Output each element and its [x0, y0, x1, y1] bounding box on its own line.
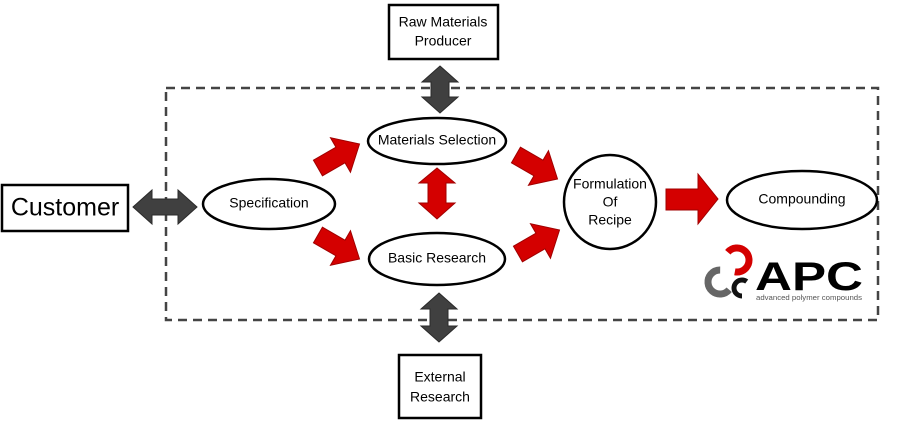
formulation-label-line1: Formulation [573, 176, 647, 192]
materials-selection-label: Materials Selection [378, 132, 496, 148]
materials-basic-research-double-arrow [417, 167, 457, 220]
logo-tagline: advanced polymer compounds [756, 293, 862, 302]
raw-materials-producer-box: Raw Materials Producer [387, 3, 500, 61]
specification-label: Specification [229, 195, 308, 211]
logo-grey-ring-icon [704, 266, 736, 298]
compounding-node: Compounding [725, 169, 879, 231]
specification-to-materials-arrow [312, 136, 361, 177]
specification-node: Specification [201, 177, 337, 231]
formulation-to-compounding-arrow [665, 172, 719, 226]
logo-wordmark: APC [755, 255, 863, 299]
logo-black-ring-icon [731, 277, 753, 299]
formulation-label-line3: Recipe [588, 212, 632, 228]
external-research-label-line1: External [414, 369, 465, 385]
raw-materials-label-line1: Raw Materials [399, 14, 488, 30]
raw-materials-materials-selection-double-arrow [420, 65, 460, 114]
customer-specification-double-arrow [132, 188, 198, 226]
compounding-label: Compounding [758, 191, 845, 207]
raw-materials-label-line2: Producer [415, 33, 472, 49]
customer-label: Customer [11, 194, 119, 222]
logo-red-ring-icon [721, 244, 753, 276]
formulation-label-line2: Of [603, 194, 618, 210]
formulation-node: Formulation Of Recipe [562, 153, 658, 251]
materials-selection-node: Materials Selection [366, 116, 508, 166]
basic-research-to-formulation-arrow [512, 222, 561, 263]
basic-research-node: Basic Research [367, 231, 507, 287]
customer-box: Customer [0, 183, 130, 233]
specification-to-basic-research-arrow [312, 226, 361, 267]
basic-research-label: Basic Research [388, 250, 486, 266]
basic-research-external-research-double-arrow [419, 292, 459, 343]
external-research-label-line2: Research [410, 389, 470, 405]
apc-logo: APC advanced polymer compounds [704, 244, 863, 302]
materials-to-formulation-arrow [510, 146, 559, 187]
external-research-box: External Research [397, 353, 483, 420]
